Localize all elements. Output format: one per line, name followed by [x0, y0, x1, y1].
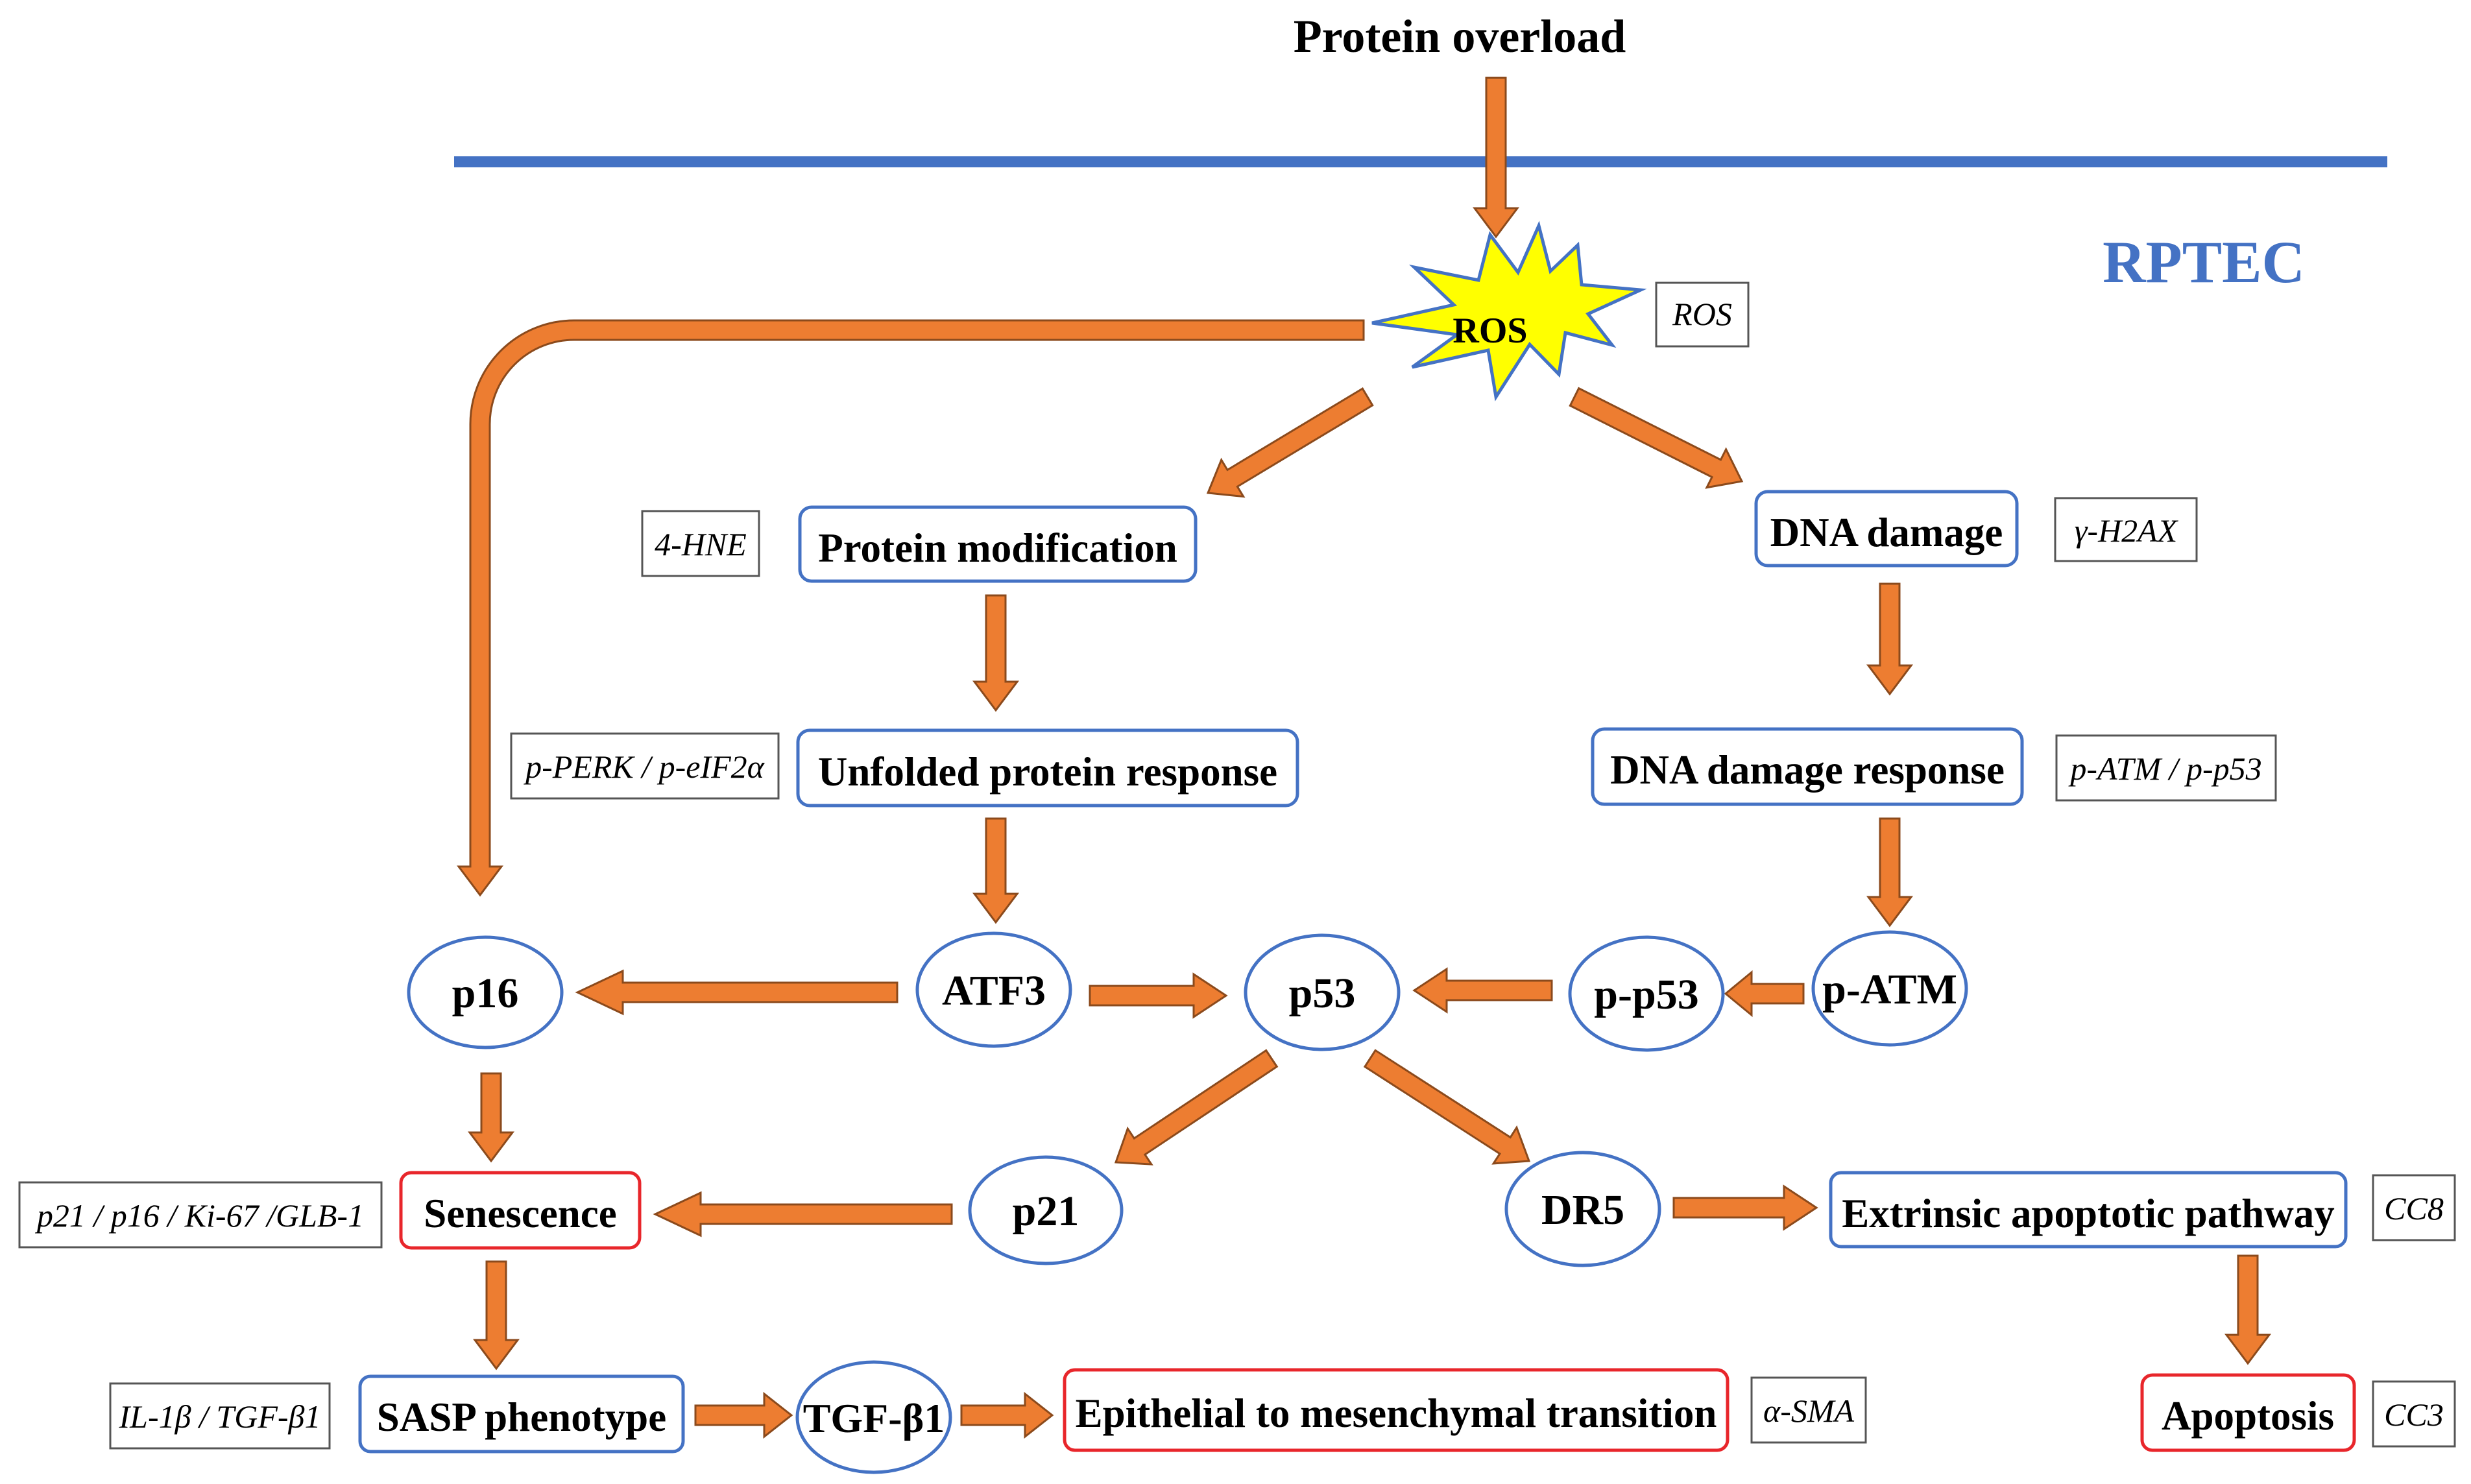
protein-modification-label: Protein modification [818, 525, 1177, 571]
atf3-label: ATF3 [942, 967, 1046, 1014]
ddr-node [1591, 727, 2024, 806]
protein-modification-node [798, 505, 1198, 583]
arrow-p53-to-dr5 [1363, 1049, 1531, 1165]
arrow-stimulus-to-ros [1473, 77, 1519, 239]
arrow-sasp-to-tgfb1 [694, 1391, 793, 1439]
cell-membrane [454, 156, 2387, 167]
arrow-dr5-to-extrinsic [1672, 1184, 1818, 1231]
p21-node [968, 1155, 1124, 1265]
dna-damage-marker: γ-H2AX [2075, 512, 2179, 549]
apoptosis-marker: CC3 [2384, 1396, 2444, 1433]
arrow-tgfb1-to-emt [960, 1391, 1054, 1439]
emt-node [1063, 1368, 1730, 1452]
ddr-marker-box [2055, 734, 2277, 802]
atf3-node [915, 931, 1072, 1048]
ddr-label: DNA damage response [1610, 747, 2005, 793]
upr-marker-box [510, 732, 780, 800]
protein-modification-marker-box [641, 510, 760, 577]
stimulus-label: Protein overload [1294, 10, 1626, 62]
ros-starburst [1371, 221, 1647, 401]
senescence-node [399, 1171, 642, 1250]
apoptosis-label: Apoptosis [2162, 1393, 2334, 1439]
ros-label: ROS [1452, 311, 1527, 351]
p53-node [1244, 933, 1401, 1051]
arrow-p53-to-p21 [1114, 1049, 1279, 1166]
extrinsic-pathway-label: Extrinsic apoptotic pathway [1842, 1191, 2335, 1236]
ros-marker-box [1655, 281, 1750, 348]
p-atm-node [1811, 930, 1968, 1047]
cell-type-label: RPTEC [2103, 229, 2305, 295]
tgfb1-node [795, 1360, 952, 1474]
dna-damage-marker-box [2054, 497, 2198, 562]
arrow-extrinsic-to-apoptosis [2224, 1254, 2271, 1365]
arrow-p-p53-to-p53 [1412, 967, 1553, 1014]
dr5-node [1504, 1151, 1661, 1267]
senescence-marker-box [18, 1181, 383, 1249]
dr5-label: DR5 [1541, 1186, 1624, 1234]
p16-label: p16 [452, 970, 519, 1017]
arrow-p21-to-senescence [653, 1191, 953, 1238]
arrow-atf3-to-p53 [1089, 972, 1228, 1019]
emt-label: Epithelial to mesenchymal transition [1076, 1391, 1717, 1436]
arrow-protein-modification-to-upr [972, 594, 1019, 712]
dna-damage-label: DNA damage [1770, 510, 2003, 555]
arrow-ddr-to-p-atm [1866, 817, 1913, 928]
ddr-marker: p-ATM / p-p53 [2068, 750, 2261, 787]
arrow-ros-to-dna-damage [1569, 387, 1744, 489]
emt-marker: α-SMA [1763, 1393, 1855, 1429]
arrow-atf3-to-p16 [575, 969, 898, 1016]
arrow-upr-to-atf3 [972, 817, 1019, 924]
sasp-label: SASP phenotype [377, 1394, 666, 1440]
ros-marker: ROS [1672, 296, 1732, 332]
extrinsic-pathway-marker: CC8 [2384, 1190, 2444, 1227]
upr-label: Unfolded protein response [818, 749, 1277, 795]
senescence-label: Senescence [424, 1191, 616, 1236]
apoptosis-marker-box [2372, 1380, 2456, 1448]
sasp-node [358, 1374, 685, 1454]
emt-marker-box [1750, 1376, 1867, 1444]
protein-modification-marker: 4-HNE [655, 526, 747, 562]
arrows-layer [457, 77, 2271, 1439]
extrinsic-pathway-node [1829, 1171, 2348, 1249]
extrinsic-pathway-marker-box [2372, 1174, 2456, 1241]
tgfb1-label: TGF-β1 [803, 1395, 945, 1441]
p53-label: p53 [1289, 970, 1356, 1017]
p-atm-label: p-ATM [1822, 966, 1957, 1013]
arrow-p16-to-senescence [468, 1072, 514, 1163]
arrow-senescence-to-sasp [473, 1260, 520, 1370]
dna-damage-node [1754, 490, 2019, 568]
sasp-marker-box [109, 1382, 331, 1450]
arrow-ros-to-p16 [457, 319, 1365, 897]
upr-node [796, 728, 1299, 808]
arrow-ros-to-protein-modification [1206, 387, 1374, 498]
p-p53-node [1568, 935, 1725, 1052]
sasp-marker: IL-1β / TGF-β1 [119, 1398, 321, 1435]
p-p53-label: p-p53 [1594, 971, 1698, 1018]
arrow-p-atm-to-p-p53 [1724, 970, 1805, 1018]
p21-label: p21 [1013, 1188, 1079, 1235]
upr-marker: p-PERK / p-eIF2α [524, 748, 765, 785]
arrow-dna-damage-to-ddr [1866, 582, 1913, 696]
apoptosis-node [2140, 1373, 2356, 1452]
p16-node [407, 935, 564, 1049]
senescence-marker: p21 / p16 / Ki-67 /GLB-1 [35, 1197, 364, 1234]
